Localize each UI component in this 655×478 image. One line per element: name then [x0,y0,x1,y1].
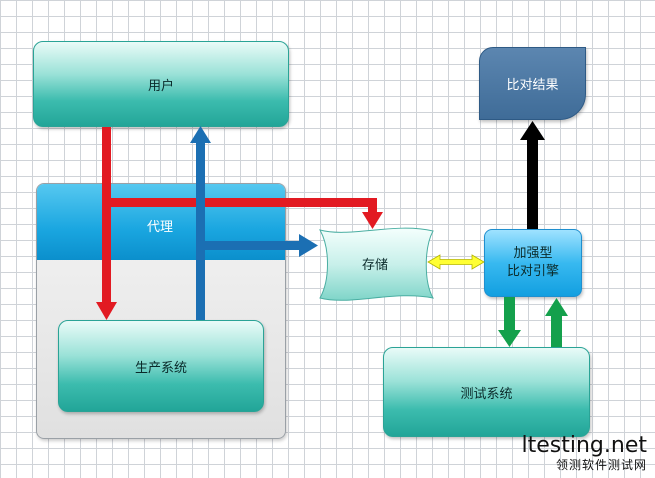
proxy-label: 代理 [147,220,174,235]
watermark-main: ltesting.net [521,433,647,458]
arrow-engine-to-result [520,121,545,229]
production-system-label: 生产系统 [134,360,187,376]
arrow-proxy-to-storage [111,198,383,229]
production-system-node[interactable]: 生产系统 [58,320,264,412]
watermark-sub: 领测软件测试网 [555,458,647,472]
watermark: ltesting.net 领测软件测试网 [521,433,647,473]
arrow-proxy-to-storage-blue [196,234,318,257]
arrow-user-to-production [96,127,117,320]
engine-label-line2: 比对引擎 [506,264,559,279]
arrow-production-to-user [190,126,211,320]
test-system-label: 测试系统 [460,386,513,402]
engine-label-line1: 加强型 [513,246,553,261]
arrow-test-to-engine [545,298,568,347]
user-node[interactable]: 用户 [33,41,289,127]
storage-label: 存储 [362,258,388,273]
test-system-node[interactable]: 测试系统 [383,347,590,437]
storage-node[interactable]: 存储 [318,227,434,301]
arrow-storage-engine-bidirectional [427,254,485,270]
arrow-engine-to-test [498,297,521,347]
user-label: 用户 [147,78,174,94]
enhanced-compare-engine-node[interactable]: 加强型 比对引擎 [484,229,582,297]
compare-result-node[interactable]: 比对结果 [479,47,586,120]
compare-result-label: 比对结果 [506,78,559,93]
